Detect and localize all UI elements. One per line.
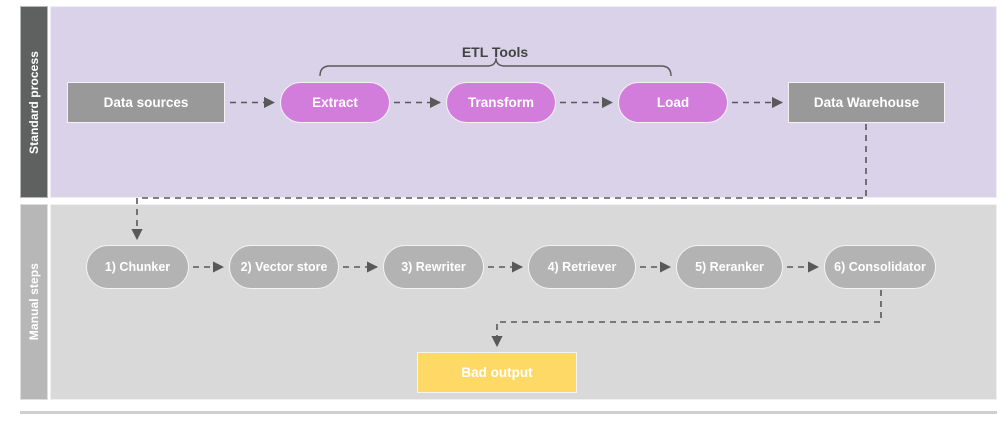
lane-label-manual-steps: Manual steps: [20, 204, 48, 400]
node-reranker[interactable]: 5) Reranker: [676, 245, 783, 289]
lane-label-standard-process-text: Standard process: [27, 50, 41, 154]
node-data-warehouse-label: Data Warehouse: [813, 94, 920, 110]
node-load-label: Load: [656, 94, 690, 110]
node-rewriter[interactable]: 3) Rewriter: [383, 245, 484, 289]
bottom-divider: [20, 411, 997, 414]
node-rewriter-label: 3) Rewriter: [401, 259, 466, 274]
node-reranker-label: 5) Reranker: [695, 259, 764, 274]
node-data-warehouse[interactable]: Data Warehouse: [788, 82, 945, 123]
node-extract[interactable]: Extract: [280, 82, 390, 123]
node-chunker[interactable]: 1) Chunker: [86, 245, 189, 289]
node-transform[interactable]: Transform: [446, 82, 556, 123]
node-extract-label: Extract: [312, 94, 358, 110]
node-data-sources[interactable]: Data sources: [67, 82, 225, 123]
node-bad-output-label: Bad output: [461, 364, 533, 380]
node-data-sources-label: Data sources: [103, 94, 189, 110]
node-consolidator[interactable]: 6) Consolidator: [824, 245, 936, 289]
node-transform-label: Transform: [467, 94, 535, 110]
node-consolidator-label: 6) Consolidator: [834, 259, 926, 274]
lane-label-standard-process: Standard process: [20, 6, 48, 198]
lane-label-manual-steps-text: Manual steps: [27, 263, 41, 341]
node-vector-store-label: 2) Vector store: [240, 259, 328, 274]
node-vector-store[interactable]: 2) Vector store: [229, 245, 339, 289]
node-retriever[interactable]: 4) Retriever: [528, 245, 636, 289]
node-chunker-label: 1) Chunker: [104, 259, 171, 274]
etl-tools-label: ETL Tools: [461, 44, 529, 60]
node-load[interactable]: Load: [618, 82, 728, 123]
node-bad-output[interactable]: Bad output: [417, 352, 577, 393]
node-retriever-label: 4) Retriever: [547, 259, 617, 274]
